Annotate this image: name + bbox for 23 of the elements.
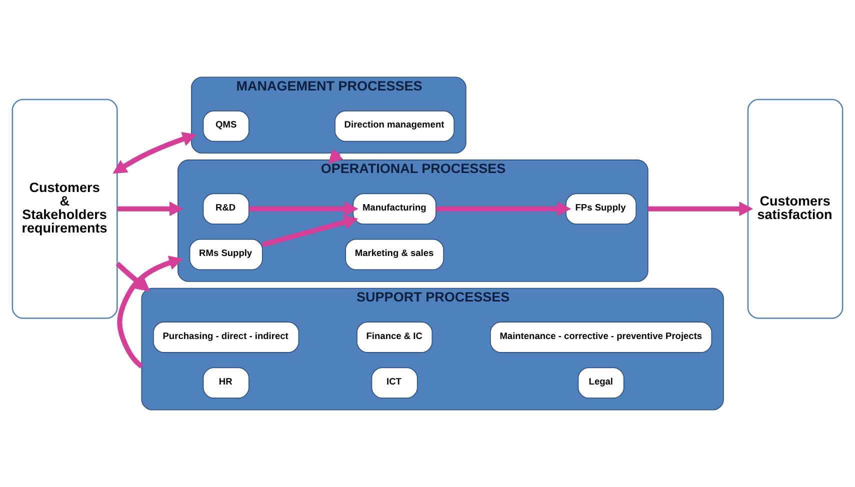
arrow: [112, 132, 197, 174]
node-box: HR: [202, 367, 250, 398]
node-box: Customers satisfaction: [747, 98, 844, 319]
node-box: Maintenance - corrective - preventive Projects: [490, 322, 712, 353]
arrow: [117, 256, 184, 368]
node-box: R&D: [202, 193, 250, 224]
arrow: [262, 215, 358, 248]
node-box: QMS: [202, 110, 250, 142]
node-box: Direction management: [334, 110, 455, 142]
node-box: Marketing & sales: [345, 238, 444, 270]
node-box: Manufacturing: [352, 193, 436, 224]
node-box: Purchasing - direct - indirect: [153, 322, 300, 353]
arrow: [648, 202, 754, 216]
arrow: [328, 148, 344, 164]
arrow: [117, 202, 184, 216]
node-box: RMs Supply: [189, 238, 263, 270]
arrow: [436, 202, 572, 216]
node-box: Customers & Stakeholders requirements: [12, 98, 118, 319]
node-box: Legal: [578, 367, 624, 398]
node-box: ICT: [371, 367, 418, 398]
node-box: Finance & IC: [356, 322, 433, 353]
node-box: FPs Supply: [566, 193, 637, 224]
arrow: [249, 202, 358, 216]
